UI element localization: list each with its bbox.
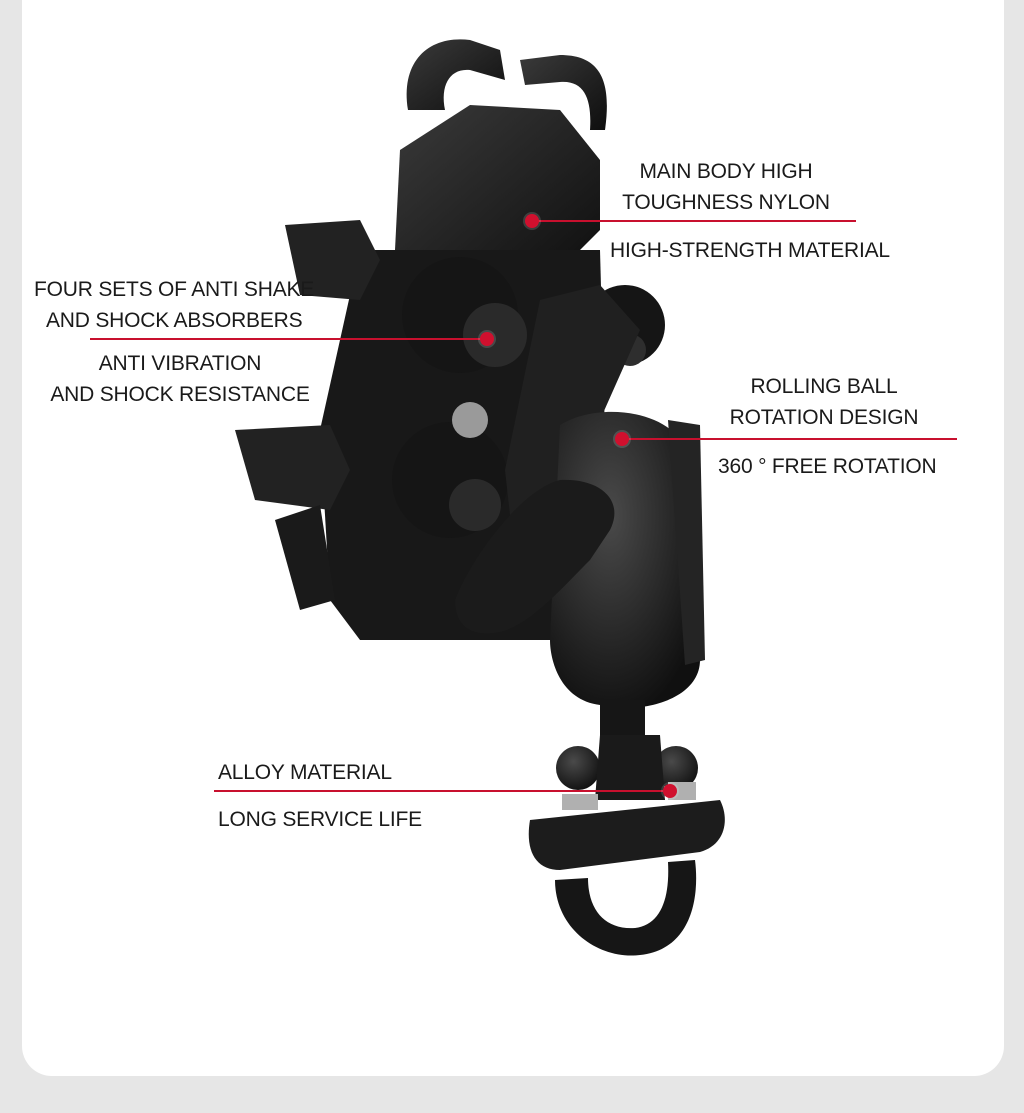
ball-title-line1: ROLLING BALL [750,375,898,398]
shock-leader-line [90,338,488,340]
main-body-title-line2: TOUGHNESS NYLON [622,191,830,214]
ball-subtitle: 360 ° FREE ROTATION [718,455,937,478]
shock-title-line2: AND SHOCK ABSORBERS [46,309,303,332]
shock-subtitle-line1: ANTI VIBRATION [98,352,262,375]
shock-subtitle-line2: AND SHOCK RESISTANCE [50,383,310,406]
ball-leader-line [622,438,957,440]
main-body-marker-dot [525,214,539,228]
shock-subtitle: ANTI VIBRATION AND SHOCK RESISTANCE [40,348,320,410]
main-body-title-line1: MAIN BODY HIGH [639,160,813,183]
ball-title: ROLLING BALL ROTATION DESIGN [710,371,938,433]
shock-marker-dot [480,332,494,346]
ball-title-line2: ROTATION DESIGN [729,406,919,429]
main-body-leader-line [532,220,856,222]
alloy-title: ALLOY MATERIAL [218,761,392,784]
alloy-leader-line [214,790,670,792]
alloy-marker-dot [663,784,677,798]
shock-title-line1: FOUR SETS OF ANTI SHAKE [34,278,315,301]
alloy-subtitle: LONG SERVICE LIFE [218,808,422,831]
main-body-title: MAIN BODY HIGH TOUGHNESS NYLON [600,156,852,218]
main-body-subtitle: HIGH-STRENGTH MATERIAL [610,239,890,262]
shock-title: FOUR SETS OF ANTI SHAKE AND SHOCK ABSORB… [34,274,314,336]
ball-marker-dot [615,432,629,446]
